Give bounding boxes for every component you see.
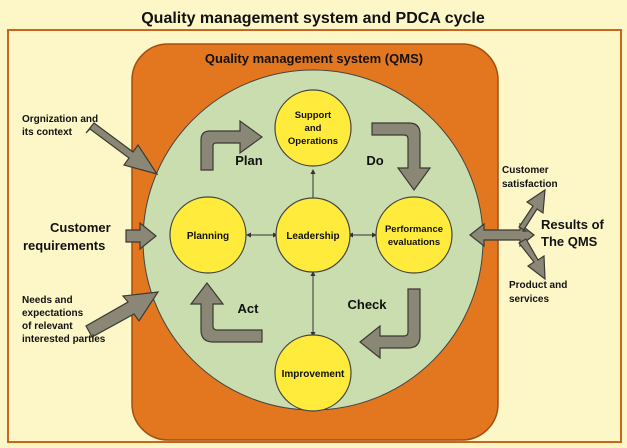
output-label-products: Product and services bbox=[509, 280, 567, 305]
node-planning: Planning bbox=[169, 196, 247, 274]
node-leadership-label: Leadership bbox=[286, 231, 339, 242]
node-performance-line1: Performance bbox=[385, 224, 443, 235]
pdca-check-label: Check bbox=[347, 297, 387, 312]
diagram-title: Quality management system and PDCA cycle bbox=[141, 10, 485, 27]
output-label-satisfaction: Customer satisfaction bbox=[502, 165, 558, 190]
node-planning-label: Planning bbox=[187, 231, 229, 242]
output-arrow-results bbox=[469, 222, 535, 248]
qms-title: Quality management system (QMS) bbox=[205, 51, 423, 66]
input-customer-line1: Customer bbox=[50, 220, 111, 235]
output-products-line2: services bbox=[509, 294, 549, 305]
act-arrow bbox=[189, 282, 263, 343]
node-performance-evaluations: Performance evaluations bbox=[375, 196, 453, 274]
output-results-line1: Results of bbox=[541, 217, 605, 232]
output-arrows bbox=[469, 188, 546, 281]
input-arrows bbox=[85, 122, 160, 338]
input-needs-line2: expectations bbox=[22, 308, 84, 319]
do-arrow bbox=[371, 122, 432, 192]
node-leadership: Leadership bbox=[275, 197, 351, 273]
node-performance-line2: evaluations bbox=[388, 237, 440, 248]
node-improvement-label: Improvement bbox=[282, 369, 345, 380]
output-arrow-products bbox=[518, 238, 546, 281]
pdca-arrows bbox=[189, 119, 432, 360]
node-improvement: Improvement bbox=[274, 334, 352, 412]
pdca-act-label: Act bbox=[238, 301, 260, 316]
pdca-plan-label: Plan bbox=[235, 153, 263, 168]
input-label-context: Orgnization and its context bbox=[22, 114, 98, 138]
leadership-connectors bbox=[246, 169, 377, 337]
input-label-customer: Customer requirements bbox=[23, 220, 111, 253]
pdca-do-label: Do bbox=[366, 153, 383, 168]
output-results-line2: The QMS bbox=[541, 234, 598, 249]
input-needs-line1: Needs and bbox=[22, 295, 73, 306]
node-support-line3: Operations bbox=[288, 136, 338, 147]
input-context-line1: Orgnization and bbox=[22, 114, 98, 125]
plan-arrow bbox=[200, 119, 264, 171]
output-satisfaction-line1: Customer bbox=[502, 165, 549, 176]
input-arrow-customer bbox=[125, 221, 157, 251]
node-support-line1: Support bbox=[295, 110, 332, 121]
check-arrow bbox=[359, 288, 421, 360]
output-satisfaction-line2: satisfaction bbox=[502, 179, 558, 190]
node-support-line2: and bbox=[305, 123, 322, 134]
input-needs-line4: interested parties bbox=[22, 334, 106, 345]
input-arrow-needs bbox=[85, 291, 160, 338]
input-label-needs: Needs and expectations of relevant inter… bbox=[22, 295, 106, 345]
input-needs-line3: of relevant bbox=[22, 321, 73, 332]
output-label-results: Results of The QMS bbox=[541, 217, 605, 249]
input-arrow-context bbox=[85, 122, 159, 175]
output-arrow-satisfaction bbox=[518, 188, 546, 232]
input-context-line2: its context bbox=[22, 127, 73, 138]
input-customer-line2: requirements bbox=[23, 238, 105, 253]
output-products-line1: Product and bbox=[509, 280, 567, 291]
node-support-operations: Support and Operations bbox=[274, 89, 352, 167]
